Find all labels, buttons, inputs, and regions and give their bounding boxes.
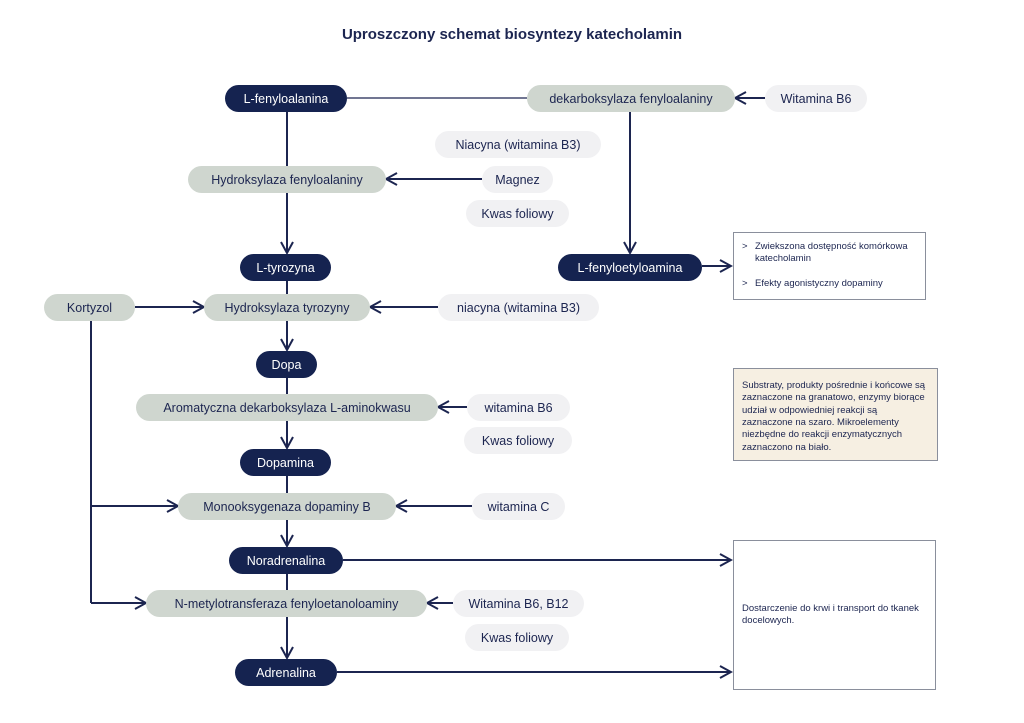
- enzyme-hydroksylaza-fenyloalaniny: Hydroksylaza fenyloalaniny: [188, 166, 386, 193]
- node-noradrenalina: Noradrenalina: [229, 547, 343, 574]
- enzyme-hydroksylaza-tyrozyny: Hydroksylaza tyrozyny: [204, 294, 370, 321]
- node-adrenalina: Adrenalina: [235, 659, 337, 686]
- cofactor-witamina-b6-top: Witamina B6: [765, 85, 867, 112]
- node-l-fenyloalanina: L-fenyloalanina: [225, 85, 347, 112]
- node-dopa: Dopa: [256, 351, 317, 378]
- enzyme-kortyzol: Kortyzol: [44, 294, 135, 321]
- effect-text-1: Zwiekszona dostępność komórkowa katechol…: [755, 241, 908, 265]
- cofactor-magnez: Magnez: [482, 166, 553, 193]
- node-dopamina: Dopamina: [240, 449, 331, 476]
- effects-box: > Zwiekszona dostępność komórkowa katech…: [733, 232, 926, 300]
- cofactor-niacyna-b3: Niacyna (witamina B3): [435, 131, 601, 158]
- cofactor-witamina-b6: witamina B6: [467, 394, 570, 421]
- transport-box: Dostarczenie do krwi i transport do tkan…: [733, 540, 936, 690]
- bullet-marker: >: [742, 241, 748, 252]
- enzyme-monooksygenaza-dopaminy: Monooksygenaza dopaminy B: [178, 493, 396, 520]
- cofactor-witamina-c: witamina C: [472, 493, 565, 520]
- legend-text: Substraty, produkty pośrednie i końcowe …: [742, 380, 926, 453]
- legend-box: Substraty, produkty pośrednie i końcowe …: [733, 368, 938, 461]
- cofactor-niacyna-b3-lower: niacyna (witamina B3): [438, 294, 599, 321]
- cofactor-kwas-foliowy-1: Kwas foliowy: [466, 200, 569, 227]
- cofactor-kwas-foliowy-2: Kwas foliowy: [464, 427, 572, 454]
- enzyme-n-metylotransferaza: N-metylotransferaza fenyloetanoloaminy: [146, 590, 427, 617]
- cofactor-kwas-foliowy-3: Kwas foliowy: [465, 624, 569, 651]
- effect-item-2: > Efekty agonistyczny dopaminy: [742, 278, 917, 290]
- effect-item-1: > Zwiekszona dostępność komórkowa katech…: [742, 241, 917, 266]
- enzyme-dekarboksylaza-fenyloalaniny: dekarboksylaza fenyloalaniny: [527, 85, 735, 112]
- bullet-marker: >: [742, 277, 748, 289]
- effect-text-2: Efekty agonistyczny dopaminy: [755, 277, 883, 289]
- node-l-tyrozyna: L-tyrozyna: [240, 254, 331, 281]
- cofactor-witamina-b6-b12: Witamina B6, B12: [453, 590, 584, 617]
- diagram-title: Uproszczony schemat biosyntezy katechola…: [341, 26, 683, 43]
- node-l-fenyloetyloamina: L-fenyloetyloamina: [558, 254, 702, 281]
- transport-text: Dostarczenie do krwi i transport do tkan…: [742, 602, 919, 626]
- enzyme-aromatyczna-dekarboksylaza: Aromatyczna dekarboksylaza L-aminokwasu: [136, 394, 438, 421]
